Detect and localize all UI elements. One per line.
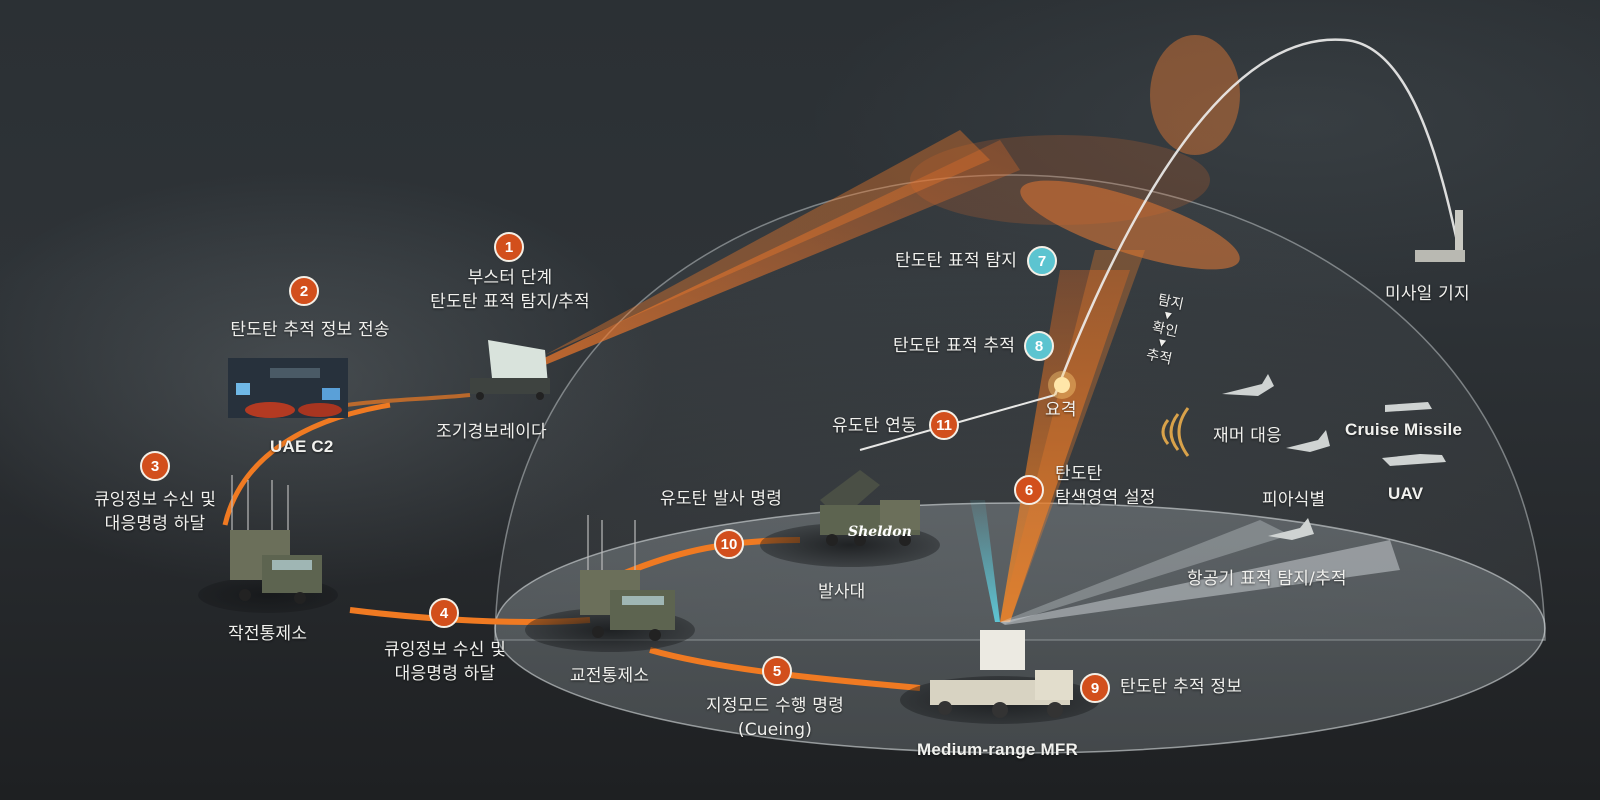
step-badge-5: 5: [762, 656, 792, 686]
step-badge-1: 1: [494, 232, 524, 262]
step-3-label: 큐잉정보 수신 및 대응명령 하달: [93, 490, 217, 534]
step-badge-11: 11: [929, 410, 959, 440]
mfr-radar-truck-icon: [930, 630, 1073, 718]
engagement-control-label: 교전통제소: [570, 666, 650, 686]
step-badge-6: 6: [1014, 475, 1044, 505]
step-8-label: 탄도탄 표적 추적: [893, 336, 1016, 356]
step-4-label: 큐잉정보 수신 및 대응명령 하달: [383, 640, 507, 684]
step-1-label: 부스터 단계 탄도탄 표적 탐지/추적: [430, 268, 590, 312]
early-warning-radar-label: 조기경보레이다: [436, 422, 547, 442]
step-badge-9: 9: [1080, 673, 1110, 703]
aircraft-icons: [1222, 374, 1446, 540]
watermark: Sheldon: [848, 524, 912, 540]
step-5-label: 지정모드 수행 명령 (Cueing): [706, 696, 844, 740]
early-warning-radar-icon: [470, 340, 550, 400]
jammer-label: 재머 대응: [1213, 426, 1282, 446]
step-badge-3: 3: [140, 451, 170, 481]
mfr-label: Medium-range MFR: [917, 740, 1078, 759]
engagement-control-truck-icon: [580, 515, 675, 641]
step-10-label: 유도탄 발사 명령: [660, 489, 783, 509]
cruise-missile-label: Cruise Missile: [1345, 420, 1463, 439]
operations-control-truck-icon: [230, 475, 322, 604]
step-7-label: 탄도탄 표적 탐지: [895, 251, 1018, 271]
step-9-label: 탄도탄 추적 정보: [1120, 677, 1243, 697]
iff-label: 피아식별: [1262, 490, 1326, 510]
intercept-label: 요격: [1045, 400, 1077, 420]
uav-label: UAV: [1388, 484, 1424, 503]
step-badge-2: 2: [289, 276, 319, 306]
step-badge-4: 4: [429, 598, 459, 628]
launcher-label: 발사대: [818, 582, 866, 602]
launcher-truck-icon: [820, 470, 920, 546]
missile-base-label: 미사일 기지: [1385, 284, 1470, 304]
step-badge-8: 8: [1024, 331, 1054, 361]
step-badge-7: 7: [1027, 246, 1057, 276]
step-11-label: 유도탄 연동: [832, 416, 917, 436]
missile-base-icon: [1415, 210, 1465, 262]
step-2-label: 탄도탄 추적 정보 전송: [230, 320, 390, 340]
uae-c2-label: UAE C2: [270, 437, 334, 456]
operations-control-label: 작전통제소: [228, 624, 308, 644]
step-badge-10: 10: [714, 529, 744, 559]
jammer-wave-icon: [1161, 407, 1190, 457]
step-6-label: 탄도탄 탐색영역 설정: [1055, 464, 1156, 508]
uae-c2-room-icon: [228, 358, 348, 418]
aircraft-track-label: 항공기 표적 탐지/추적: [1187, 569, 1347, 589]
